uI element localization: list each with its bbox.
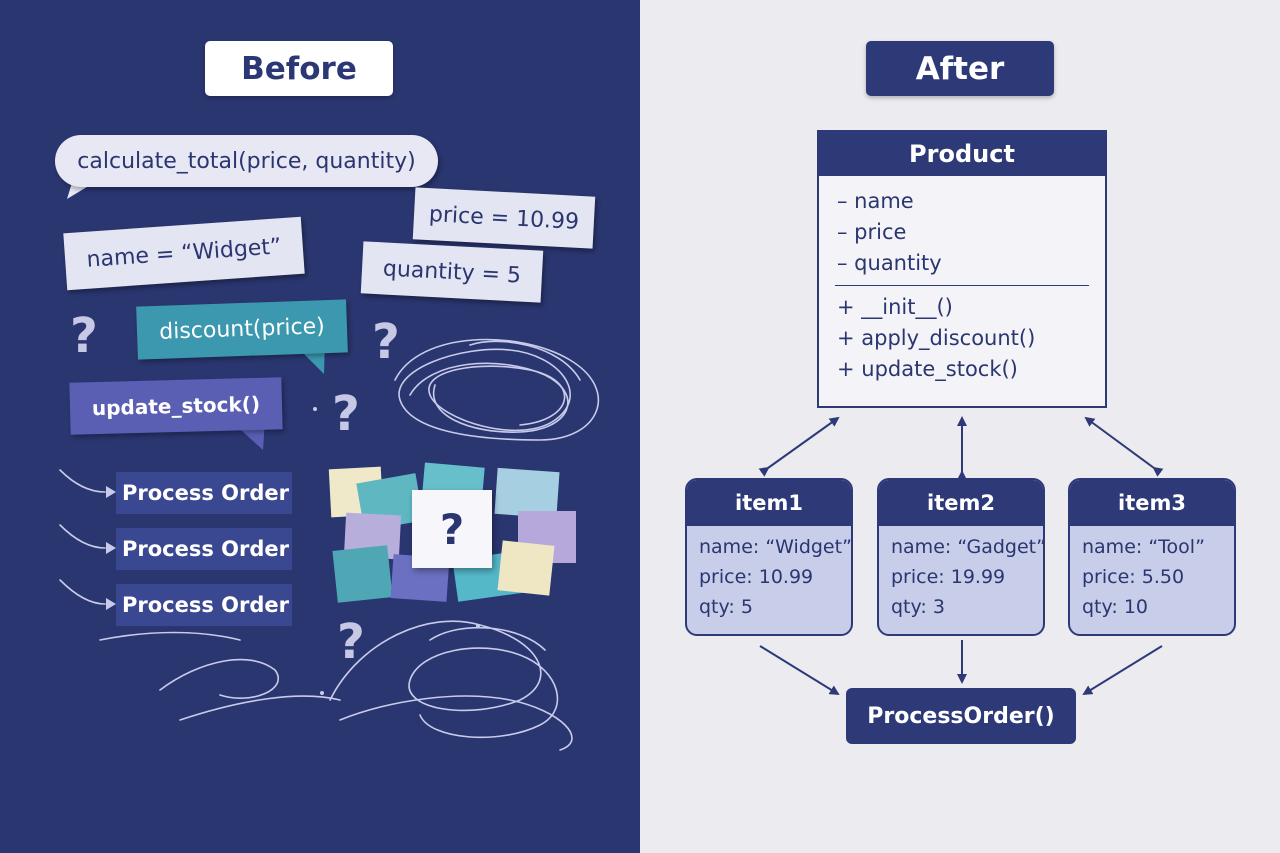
sticky-note <box>497 540 555 596</box>
item-card-title: item1 <box>687 480 851 526</box>
item3-card: item3 name: “Tool” price: 5.50 qty: 10 <box>1068 478 1236 636</box>
item3-process-arrow <box>1082 645 1163 696</box>
process-order-function: ProcessOrder() <box>846 688 1076 744</box>
item-name-field: name: “Widget” <box>699 536 852 558</box>
attribute-list: – name – price – quantity <box>819 176 1105 279</box>
attribute-item: – quantity <box>837 251 942 275</box>
item-qty-field: qty: 10 <box>1082 596 1148 618</box>
before-title: Before <box>205 41 393 96</box>
item-name-field: name: “Gadget” <box>891 536 1045 558</box>
item-card-title: item2 <box>879 480 1043 526</box>
after-title: After <box>866 41 1054 96</box>
process-order-step: Process Order <box>116 584 292 626</box>
discount-bubble: discount(price) <box>136 299 348 360</box>
question-mark: ? <box>372 314 400 370</box>
tangled-lines-drawing <box>59 338 599 751</box>
update-stock-bubble: update_stock() <box>69 377 283 435</box>
relationship-arrows <box>758 416 1164 696</box>
method-item: + update_stock() <box>837 357 1018 381</box>
method-item: + __init__() <box>837 295 953 319</box>
item2-card: item2 name: “Gadget” price: 19.99 qty: 3 <box>877 478 1045 636</box>
item-card-title: item3 <box>1070 480 1234 526</box>
method-item: + apply_discount() <box>837 326 1036 350</box>
item-price-field: price: 19.99 <box>891 566 1006 588</box>
item1-card: item1 name: “Widget” price: 10.99 qty: 5 <box>685 478 853 636</box>
quantity-variable-note: quantity = 5 <box>360 241 544 303</box>
calculate-total-bubble: calculate_total(price, quantity) <box>55 135 438 187</box>
item-qty-field: qty: 5 <box>699 596 753 618</box>
product-class-name: Product <box>819 132 1105 176</box>
product-item3-arrow <box>1084 416 1164 477</box>
attribute-item: – price <box>837 220 907 244</box>
question-mark: ? <box>70 308 98 364</box>
price-variable-note: price = 10.99 <box>412 187 596 249</box>
product-class-box: Product – name – price – quantity + __in… <box>817 130 1107 408</box>
attribute-item: – name <box>837 189 914 213</box>
item1-process-arrow <box>759 645 840 696</box>
question-mark: ? <box>332 386 360 442</box>
item-qty-field: qty: 3 <box>891 596 945 618</box>
item-price-field: price: 5.50 <box>1082 566 1185 588</box>
item-price-field: price: 10.99 <box>699 566 814 588</box>
product-item1-arrow <box>758 416 840 477</box>
class-divider <box>835 285 1089 286</box>
method-list: + __init__() + apply_discount() + update… <box>819 292 1105 385</box>
process-order-step: Process Order <box>116 528 292 570</box>
sticky-note <box>332 545 393 603</box>
item-name-field: name: “Tool” <box>1082 536 1205 558</box>
question-mark: ? <box>337 614 365 670</box>
question-sticky-note: ? <box>412 490 492 568</box>
process-order-step: Process Order <box>116 472 292 514</box>
